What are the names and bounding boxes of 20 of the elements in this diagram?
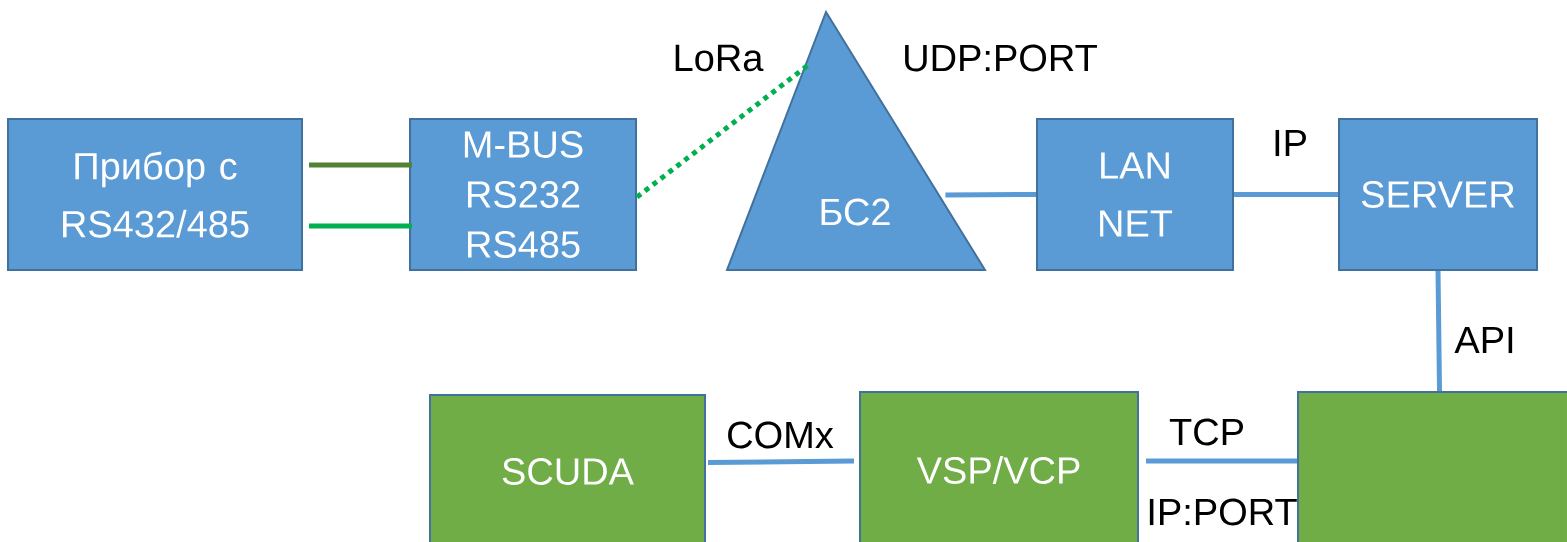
connector-line [1435,270,1442,392]
process-box: LAN NET [1036,118,1234,271]
text-label: IP:PORT [1149,498,1297,526]
connector-line [635,62,812,199]
connector-line [309,162,412,168]
connector-line [945,192,1036,198]
edge-label: API [1452,324,1518,356]
connector-line [1234,192,1338,197]
process-box: M-BUS RS232 RS485 [409,118,637,271]
process-box: Прибор с RS432/485 [7,118,303,271]
process-box [1297,391,1567,542]
process-box: SCUDA [429,394,706,542]
edge-label: IP [1270,127,1310,159]
edge-label: COMx [724,419,836,451]
edge-label: TCP [1167,416,1247,448]
connector-line [309,223,412,229]
connector-line [708,458,855,465]
process-box: SERVER [1338,118,1538,271]
connector-line [1146,458,1297,464]
process-box: VSP/VCP [859,391,1139,542]
